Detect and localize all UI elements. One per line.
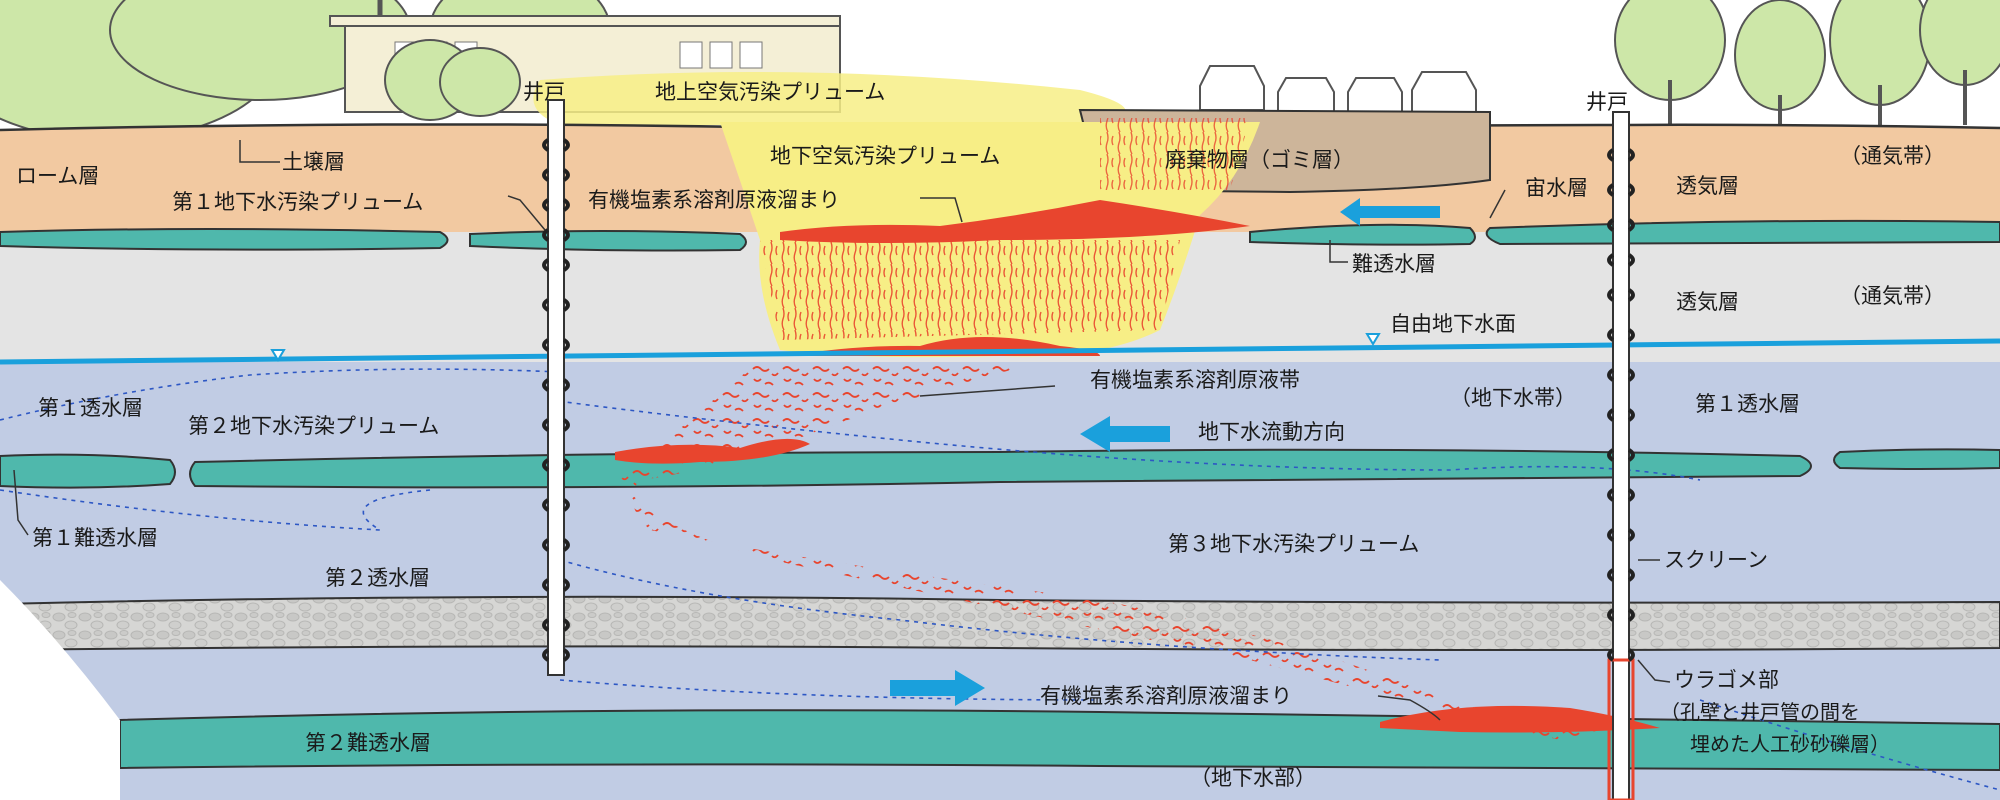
plume-boundaries — [0, 368, 2000, 791]
aquitard-label: 難透水層 — [1352, 252, 1436, 276]
above-ground-air-plume — [533, 72, 1126, 125]
screen-label: スクリーン — [1664, 548, 1768, 572]
perched-water-layer-label: 宙水層 — [1525, 176, 1588, 200]
annular-seal-desc-line1: （孔壁と井戸管の間を — [1660, 700, 1860, 724]
water-table-line — [0, 338, 2000, 365]
groundwater-zone-label: （地下水帯） — [1450, 386, 1576, 410]
landscape — [0, 0, 2000, 141]
arrow-icon — [890, 198, 1440, 706]
upper-aquitard-lens — [0, 228, 449, 251]
dnapl-zone — [620, 360, 1600, 740]
first-aquifer-left-label: 第１透水層 — [38, 396, 143, 420]
soil-layer-label: 土壌層 — [282, 150, 345, 174]
leader-lines — [13, 140, 1671, 721]
waste-layer-label: 廃棄物層（ゴミ層） — [1165, 148, 1354, 172]
annular-seal-label: ウラゴメ部 — [1674, 668, 1779, 692]
permeable-layer-lower-label: 透気層 — [1676, 290, 1739, 314]
ground-edge — [0, 580, 120, 800]
gravel-layer — [0, 595, 2000, 652]
third-gw-plume-label: 第３地下水汚染プリューム — [1168, 532, 1420, 556]
first-aquitard — [0, 453, 176, 489]
vadose-zone-upper-label: （通気帯） — [1840, 144, 1945, 168]
upper-pool — [780, 200, 1250, 243]
water-table-label: 自由地下水面 — [1390, 312, 1516, 336]
vadose-zone-lower-label: （通気帯） — [1840, 284, 1945, 308]
second-gw-plume-label: 第２地下水汚染プリューム — [188, 414, 440, 438]
middle-pool — [615, 438, 810, 464]
lower-pool — [1380, 705, 1660, 733]
water-table-marker — [270, 349, 286, 362]
water-table-marker — [1365, 333, 1381, 346]
well-icon — [542, 99, 570, 676]
first-aquifer-right-label: 第１透水層 — [1695, 392, 1800, 416]
above-ground-air-plume-label: 地上空気汚染プリューム — [655, 80, 886, 104]
second-aquitard-label: 第２難透水層 — [305, 731, 431, 755]
first-aquitard-label: 第１難透水層 — [32, 526, 158, 550]
well-label-left: 井戸 — [523, 80, 565, 104]
annular-seal-desc-line2: 埋めた人工砂砂礫層） — [1690, 732, 1890, 756]
well-icon — [1607, 111, 1635, 800]
contaminant — [615, 200, 1660, 740]
strata — [0, 108, 2000, 800]
first-gw-plume-label: 第１地下水汚染プリューム — [172, 190, 424, 214]
chlorinated-pool-upper-label: 有機塩素系溶剤原液溜まり — [588, 188, 840, 212]
building-icon — [329, 15, 841, 121]
groundwater-part-label: （地下水部） — [1190, 766, 1316, 790]
chlorinated-pool-lower-label: 有機塩素系溶剤原液溜まり — [1040, 684, 1292, 708]
car-icon — [1199, 65, 1477, 113]
underground-air-plume-label: 地下空気汚染プリューム — [770, 144, 1001, 168]
gw-flow-direction-label: 地下水流動方向 — [1198, 420, 1345, 444]
chlorinated-zone-label: 有機塩素系溶剤原液帯 — [1090, 368, 1300, 392]
second-aquifer-label: 第２透水層 — [325, 566, 430, 590]
well-label-right: 井戸 — [1586, 90, 1628, 114]
tree-icon — [1614, 0, 2000, 125]
permeable-layer-upper-label: 透気層 — [1676, 174, 1739, 198]
loam-layer-label: ローム層 — [16, 164, 100, 188]
